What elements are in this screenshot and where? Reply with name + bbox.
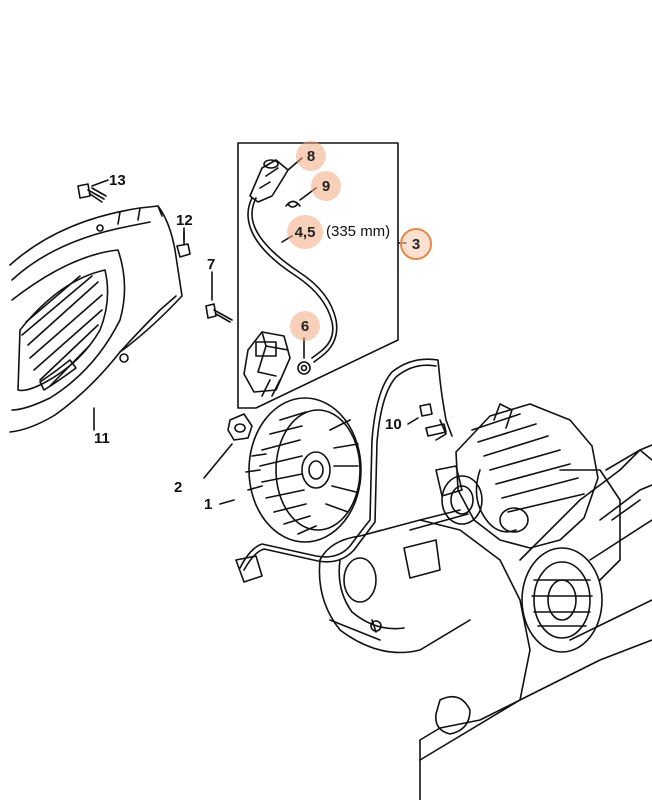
callout-9: 9 (321, 177, 331, 195)
screw-part (205, 271, 233, 323)
callout-10: 10 (385, 416, 402, 433)
ignition-module-part (243, 331, 311, 397)
callout-1: 1 (204, 496, 213, 513)
screw-part (77, 179, 109, 203)
callout-8-highlight: 8 (296, 141, 326, 171)
fan-housing-part (9, 205, 183, 433)
callout-8: 8 (306, 147, 316, 165)
callout-4-5: 4,5 (294, 223, 316, 241)
callout-2: 2 (174, 479, 183, 496)
callout-3: 3 (411, 235, 421, 253)
callout-12: 12 (176, 212, 193, 229)
callout-7: 7 (207, 256, 216, 273)
callout-4-5-highlight: 4,5 (287, 215, 323, 249)
callout-11: 11 (94, 430, 110, 447)
callout-6: 6 (300, 317, 310, 335)
lead-length-dimension: (335 mm) (326, 223, 391, 240)
callout-6-highlight: 6 (290, 311, 320, 341)
nut-part (203, 413, 253, 479)
callout-3-highlight: 3 (400, 228, 432, 260)
flywheel-part (219, 397, 362, 543)
callout-13: 13 (109, 172, 126, 189)
callout-leaders (93, 231, 185, 431)
wire-harness-part (235, 358, 453, 583)
callout-9-highlight: 9 (311, 171, 341, 201)
screw-part (407, 403, 447, 437)
engine-crankcase-part (318, 403, 652, 800)
spark-plug-boot-part (249, 157, 303, 203)
